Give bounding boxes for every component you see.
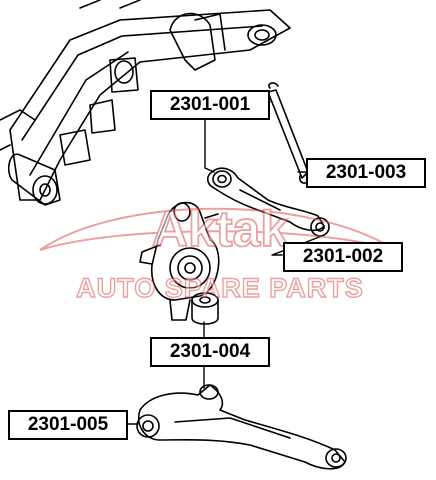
- wheel-knuckle: [139, 201, 220, 321]
- rear-subframe: [0, 0, 291, 206]
- part-label-2301-005: 2301-005: [8, 410, 128, 440]
- lower-control-arm: [136, 384, 347, 470]
- part-label-2301-004: 2301-004: [150, 337, 270, 367]
- watermark-brand: Aktak: [152, 201, 288, 257]
- upper-control-arm: [267, 82, 311, 184]
- aktak-logo-icon: [39, 207, 396, 251]
- watermark: Aktak AUTO SPARE PARTS: [39, 200, 396, 304]
- part-label-2301-001: 2301-001: [150, 90, 270, 120]
- bushing-2301-004: [191, 292, 219, 325]
- part-label-2301-003: 2301-003: [306, 158, 426, 188]
- watermark-tagline: AUTO SPARE PARTS: [76, 273, 364, 303]
- part-label-2301-002: 2301-002: [283, 242, 403, 272]
